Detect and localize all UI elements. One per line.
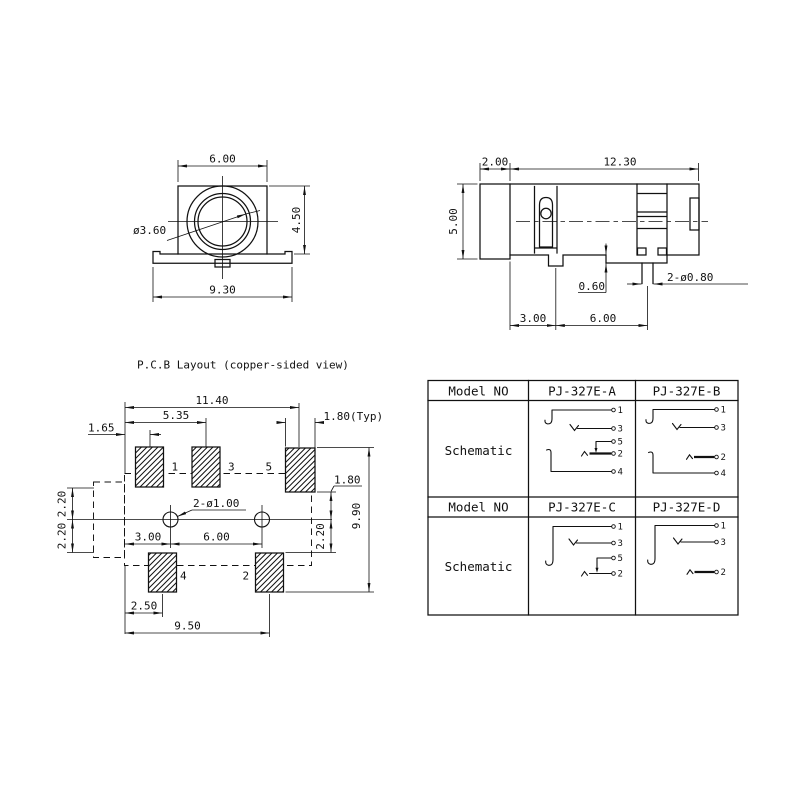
front-view: 6.00 4.50 9.30 ø3.60 bbox=[133, 153, 310, 302]
sch-d-pin-2: 2 bbox=[721, 568, 726, 578]
pad-4 bbox=[147, 552, 178, 593]
pad-1-label: 1 bbox=[172, 461, 179, 474]
dim-pcb-overall-height: 9.90 bbox=[350, 503, 363, 530]
pad-1 bbox=[134, 446, 165, 488]
dim-front-hole: ø3.60 bbox=[133, 224, 166, 237]
dim-front-base: 9.30 bbox=[209, 284, 236, 297]
pad-5 bbox=[284, 447, 316, 493]
table-model-c: PJ-327E-C bbox=[548, 500, 616, 515]
sch-b-pin-2: 2 bbox=[721, 453, 726, 463]
pcb-layout-title: P.C.B Layout (copper-sided view) bbox=[137, 359, 349, 372]
sch-b-pin-4: 4 bbox=[721, 469, 726, 479]
pad-5-label: 5 bbox=[266, 461, 273, 474]
pad-2-label: 2 bbox=[243, 570, 250, 583]
dim-pcb-overall-width: 11.40 bbox=[195, 394, 228, 407]
table-header-model-2: Model NO bbox=[448, 500, 508, 515]
sch-a-pin-1: 1 bbox=[618, 406, 623, 416]
schematic-b: 1 3 2 4 bbox=[645, 406, 726, 479]
sch-a-pin-5: 5 bbox=[618, 438, 623, 448]
dim-side-pin-dia: 2-ø0.80 bbox=[667, 271, 713, 284]
dim-pcb-pad3-offset: 5.35 bbox=[163, 409, 190, 422]
pcb-dimensions: 11.40 5.35 1.65 1.80(Typ) 2-ø1.00 3.00 6… bbox=[56, 394, 384, 637]
sch-c-pin-5: 5 bbox=[618, 554, 623, 564]
dim-side-pin-pitch: 6.00 bbox=[590, 312, 617, 325]
spec-table: Model NO PJ-327E-A PJ-327E-B Schematic M… bbox=[427, 379, 739, 616]
table-model-d: PJ-327E-D bbox=[653, 500, 721, 515]
dim-front-width: 6.00 bbox=[209, 153, 236, 166]
spec-table-grid bbox=[427, 379, 739, 616]
dim-side-standoff: 0.60 bbox=[579, 280, 606, 293]
pad-3 bbox=[191, 446, 221, 488]
front-view-dimensions: 6.00 4.50 9.30 ø3.60 bbox=[133, 153, 310, 302]
sch-b-pin-3: 3 bbox=[721, 424, 726, 434]
dim-pcb-hole-pitch: 6.00 bbox=[203, 531, 230, 544]
dim-side-body: 12.30 bbox=[603, 156, 636, 169]
dim-pcb-right-half: 2.20 bbox=[314, 523, 327, 550]
pad-3-label: 3 bbox=[228, 461, 235, 474]
pad-2 bbox=[254, 552, 285, 593]
sch-d-pin-3: 3 bbox=[721, 538, 726, 548]
table-row-schematic-2: Schematic bbox=[445, 559, 513, 574]
sch-a-pin-3: 3 bbox=[618, 425, 623, 435]
table-model-b: PJ-327E-B bbox=[653, 384, 721, 399]
pcb-pads: 1 3 5 4 2 bbox=[134, 446, 316, 593]
schematic-d: 1 3 2 bbox=[647, 522, 726, 578]
sch-b-pin-1: 1 bbox=[721, 406, 726, 416]
side-view: 2.00 12.30 5.00 0.60 2-ø0.80 3.00 6.00 bbox=[447, 156, 748, 330]
dim-pcb-pad4-offset: 2.50 bbox=[131, 600, 158, 613]
sch-c-pin-2: 2 bbox=[618, 570, 623, 580]
table-row-schematic-1: Schematic bbox=[445, 443, 513, 458]
table-model-a: PJ-327E-A bbox=[548, 384, 616, 399]
dim-front-height: 4.50 bbox=[290, 207, 303, 234]
dim-pcb-holes: 2-ø1.00 bbox=[193, 497, 239, 510]
dim-pcb-upper-half: 2.20 bbox=[56, 491, 69, 518]
side-view-dimensions: 2.00 12.30 5.00 0.60 2-ø0.80 3.00 6.00 bbox=[447, 156, 748, 330]
pad-4-label: 4 bbox=[180, 570, 187, 583]
sch-d-pin-1: 1 bbox=[721, 522, 726, 532]
dim-pcb-pad1-offset: 1.65 bbox=[88, 422, 115, 435]
dim-pcb-hole1-offset: 3.00 bbox=[135, 531, 162, 544]
dim-pcb-lower-half: 2.20 bbox=[56, 523, 69, 550]
pcb-holes bbox=[67, 505, 332, 548]
dim-side-pin1-offset: 3.00 bbox=[520, 312, 547, 325]
pcb-layout: P.C.B Layout (copper-sided view) 1 3 5 4… bbox=[56, 359, 384, 637]
schematic-c: 1 3 5 2 bbox=[545, 523, 623, 580]
dim-pcb-pad-width-typ: 1.80(Typ) bbox=[324, 410, 384, 423]
dim-pcb-pad5-gap: 1.80 bbox=[334, 474, 361, 487]
sch-a-pin-2: 2 bbox=[618, 450, 623, 460]
dim-pcb-pad2-offset: 9.50 bbox=[174, 620, 201, 633]
sch-c-pin-1: 1 bbox=[618, 523, 623, 533]
side-view-outline bbox=[479, 183, 700, 285]
dim-side-height: 5.00 bbox=[447, 208, 460, 235]
dim-side-flange: 2.00 bbox=[482, 156, 509, 169]
schematic-a: 1 3 5 2 4 bbox=[544, 406, 623, 478]
sch-a-pin-4: 4 bbox=[618, 468, 623, 478]
table-header-model-1: Model NO bbox=[448, 384, 508, 399]
sch-c-pin-3: 3 bbox=[618, 539, 623, 549]
